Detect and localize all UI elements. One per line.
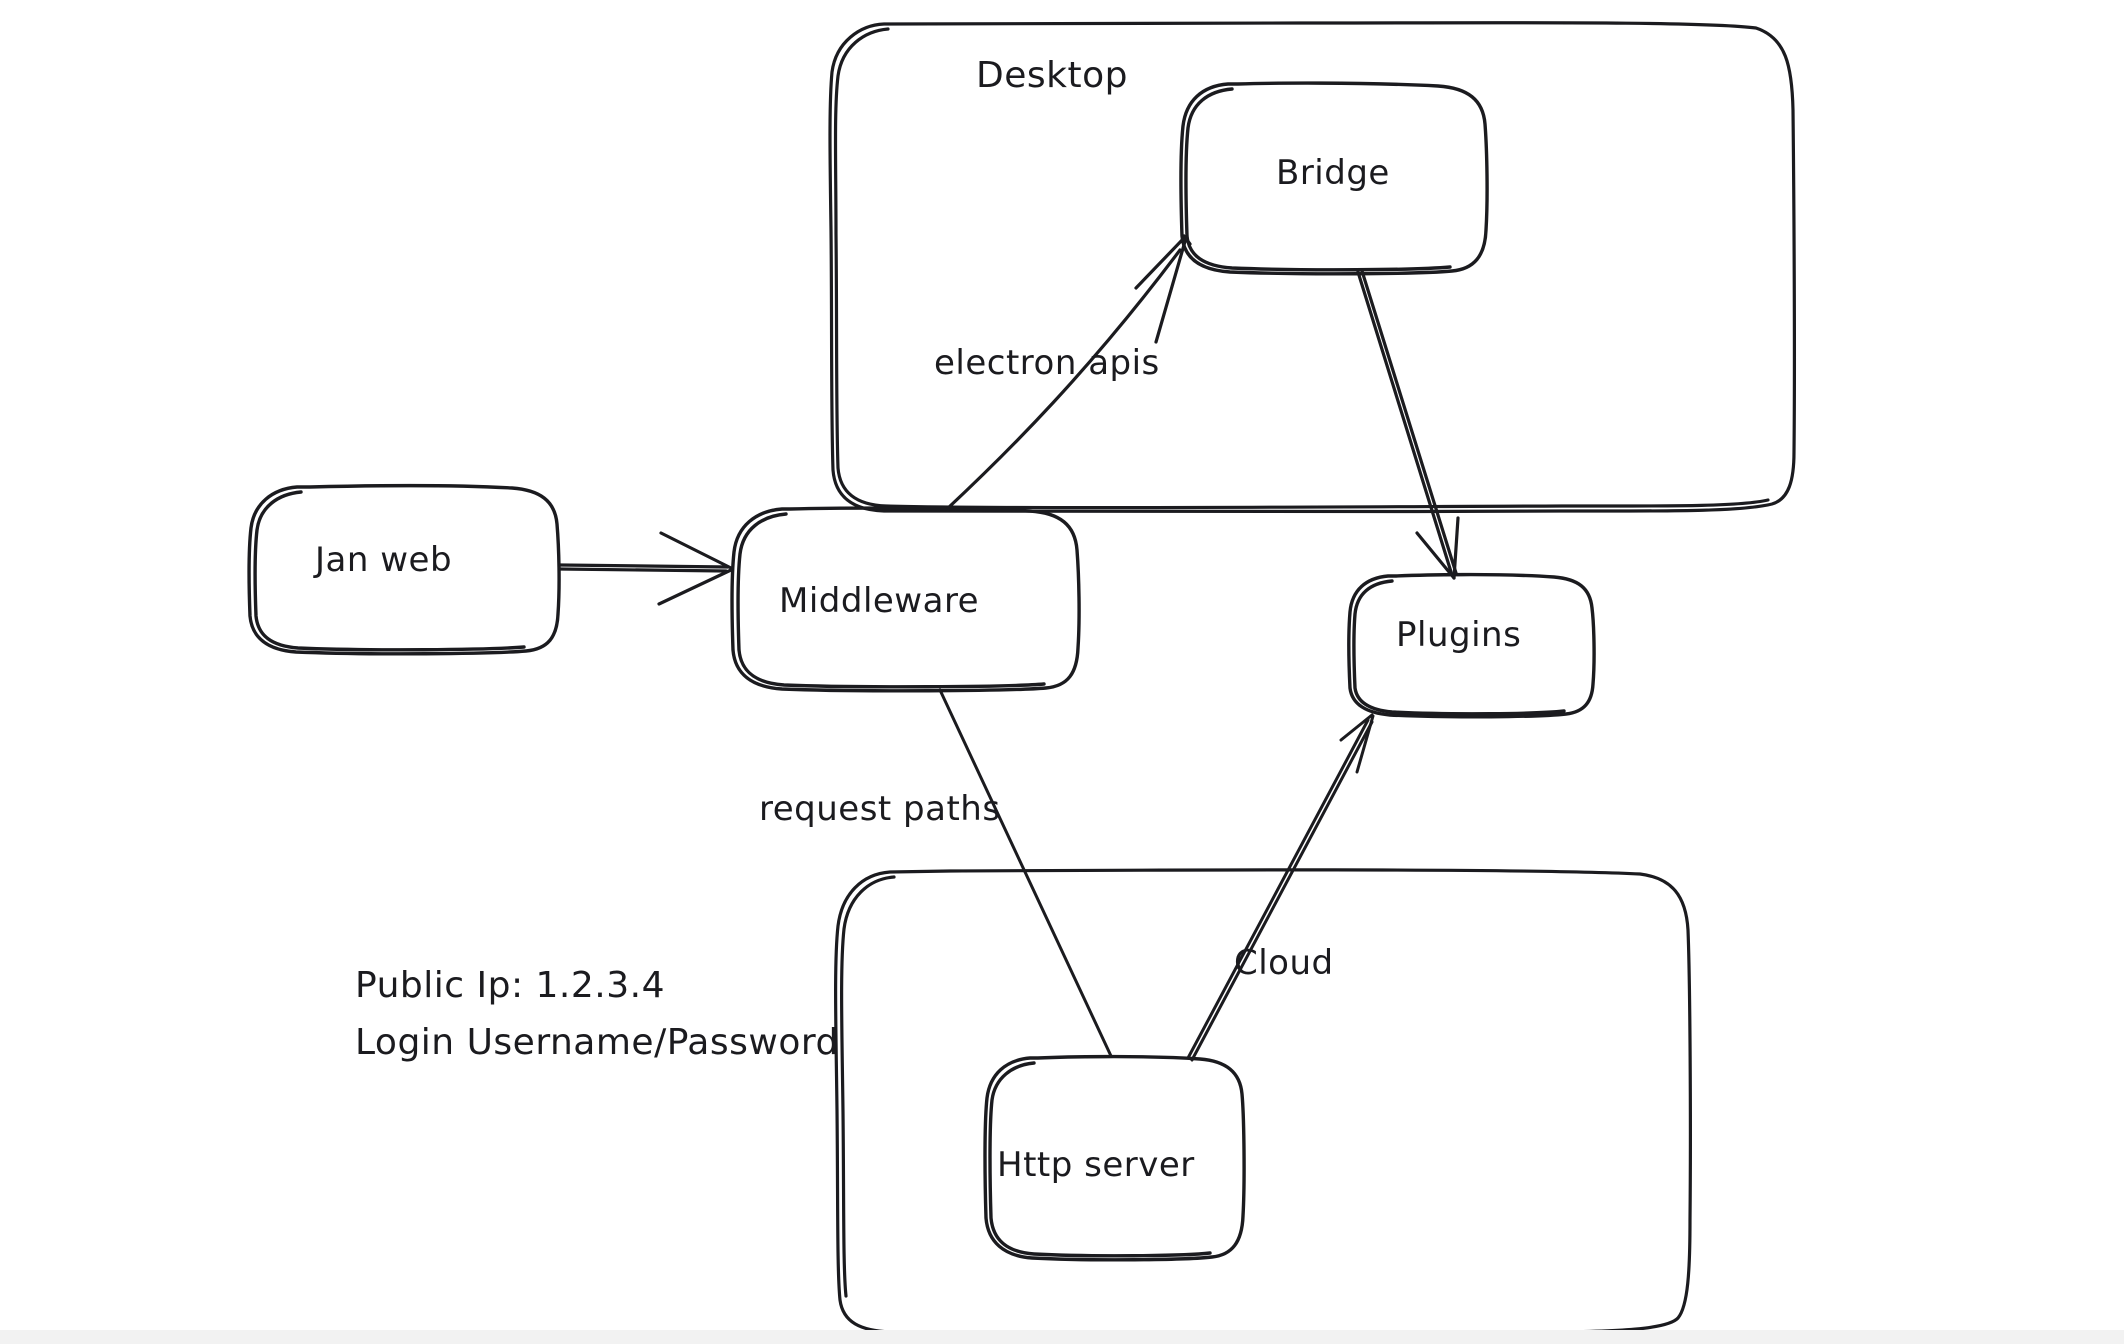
group-label-desktop: Desktop <box>976 55 1128 96</box>
edge-jan-web-to-middleware <box>558 531 733 606</box>
node-label-bridge: Bridge <box>1276 153 1390 193</box>
bottom-edge-strip <box>0 1330 2124 1344</box>
node-label-http-server: Http server <box>997 1145 1195 1185</box>
note-login-credentials: Login Username/Password <box>355 1022 839 1063</box>
node-plugins-outline <box>1347 572 1596 719</box>
edge-middleware-to-bridge <box>946 234 1192 510</box>
edge-bridge-to-plugins <box>1356 269 1460 580</box>
node-http-server-outline <box>983 1054 1246 1262</box>
group-cloud-outline <box>834 868 1692 1335</box>
group-desktop-outline <box>828 21 1797 514</box>
edge-http-server-to-plugins <box>1186 713 1375 1062</box>
node-middleware-outline <box>730 506 1081 693</box>
note-public-ip: Public Ip: 1.2.3.4 <box>355 965 665 1006</box>
edge-label-request-paths: request paths <box>759 789 1001 829</box>
edge-label-cloud: Cloud <box>1234 943 1334 983</box>
edge-middleware-to-http-server <box>938 688 1113 1058</box>
edge-label-electron-apis: electron apis <box>934 343 1160 383</box>
node-jan-web-outline <box>247 483 561 656</box>
node-label-plugins: Plugins <box>1396 615 1522 655</box>
node-label-middleware: Middleware <box>779 581 980 621</box>
node-label-jan-web: Jan web <box>315 540 453 580</box>
